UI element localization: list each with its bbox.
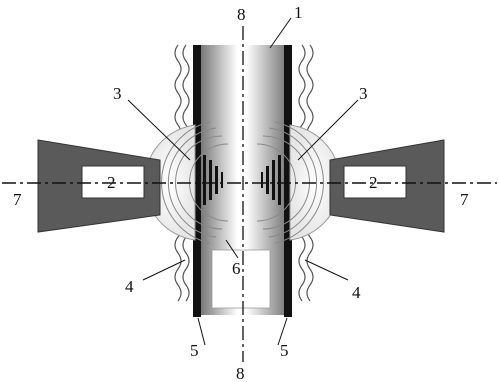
cavity [211, 249, 271, 309]
label-axis-right: 7 [460, 190, 469, 209]
label-liner-left: 5 [190, 341, 199, 360]
field-bars-right [261, 155, 281, 205]
label-wall-left: 4 [125, 277, 134, 296]
label-liner-right: 5 [280, 341, 289, 360]
label-wall-right: 4 [352, 283, 361, 302]
source-left-window [81, 165, 145, 199]
label-source-left: 2 [107, 173, 116, 192]
leader-lines [127, 17, 359, 346]
field-bars-left [203, 155, 223, 205]
label-pipe: 1 [294, 3, 303, 22]
label-axis-bottom: 8 [236, 364, 245, 382]
label-axis-left: 7 [13, 190, 22, 209]
source-right-window [343, 165, 407, 199]
label-zone-left: 3 [113, 84, 122, 103]
label-zone-right: 3 [359, 84, 368, 103]
liner-left [193, 45, 201, 317]
label-source-right: 2 [369, 173, 378, 192]
label-cavity: 6 [232, 259, 241, 278]
liner-right [284, 45, 292, 317]
label-axis-top: 8 [237, 5, 246, 24]
